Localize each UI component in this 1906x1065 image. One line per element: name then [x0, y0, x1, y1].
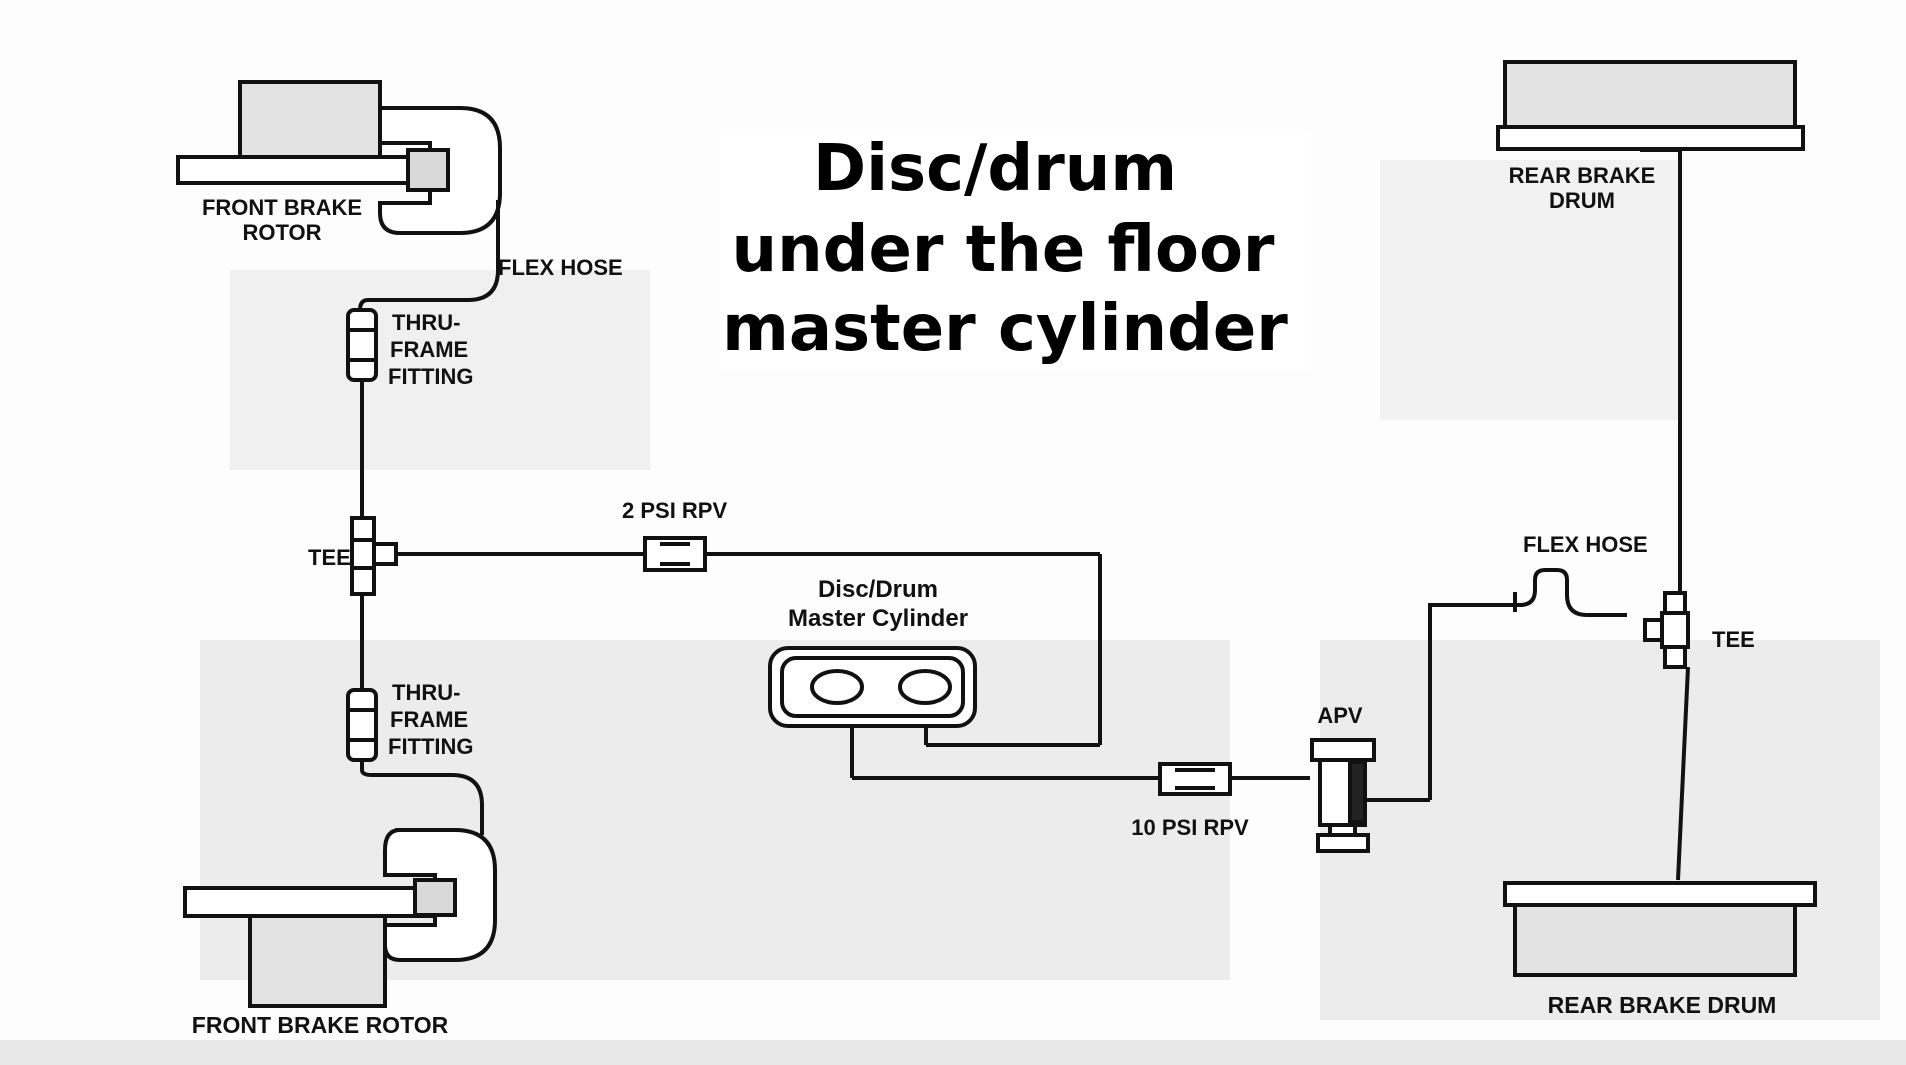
- diagram-title: Disc/drum under the floor master cylinde…: [720, 130, 1310, 370]
- title-line-2: under the floor: [732, 213, 1275, 287]
- front-brake-rotor-bottom: [183, 828, 497, 1008]
- label-front-rotor-bottom: FRONT BRAKE ROTOR: [192, 1012, 449, 1038]
- label-thru-frame-bottom-1: THRU-: [392, 680, 460, 705]
- tee-right: [1643, 591, 1690, 669]
- label-rpv-2psi: 2 PSI RPV: [622, 498, 727, 523]
- label-front-rotor-top-1: FRONT BRAKE: [202, 195, 362, 220]
- label-master-1: Disc/Drum: [818, 576, 938, 603]
- label-thru-frame-bottom-2: FRAME: [390, 707, 468, 732]
- label-apv: APV: [1317, 703, 1363, 728]
- ghost-bottom-strip: [0, 1040, 1906, 1065]
- label-tee-right: TEE: [1712, 627, 1755, 652]
- label-thru-frame-top-3: FITTING: [388, 364, 474, 389]
- ghost-photo-left: [230, 270, 650, 470]
- label-thru-frame-bottom-3: FITTING: [388, 734, 474, 759]
- label-rear-drum-top-1: REAR BRAKE: [1509, 163, 1656, 188]
- title-line-3: master cylinder: [722, 292, 1288, 366]
- rear-brake-drum-bottom: [1503, 881, 1817, 977]
- thru-frame-fitting-bottom: [346, 688, 378, 762]
- component-labels: FRONT BRAKE ROTOR FLEX HOSE THRU- FRAME …: [192, 163, 1777, 1038]
- rpv-2psi-valve: [643, 536, 707, 572]
- tee-left: [350, 516, 398, 596]
- label-rear-drum-top-2: DRUM: [1549, 188, 1615, 213]
- title-line-1: Disc/drum: [813, 132, 1177, 206]
- label-tee-left: TEE: [308, 545, 351, 570]
- left-brake-line: [358, 200, 500, 835]
- label-rear-drum-bottom: REAR BRAKE DRUM: [1548, 992, 1777, 1018]
- label-flex-hose-right: FLEX HOSE: [1523, 532, 1648, 557]
- label-rpv-10psi: 10 PSI RPV: [1131, 815, 1249, 840]
- front-brake-rotor-top: [176, 80, 502, 235]
- rear-brake-drum-top: [1496, 60, 1805, 151]
- label-flex-hose-left: FLEX HOSE: [498, 255, 623, 280]
- background-ghost: [0, 160, 1906, 1065]
- front-circuit-line: [396, 552, 1102, 747]
- ghost-photo-right: [1380, 160, 1680, 420]
- label-front-rotor-top-2: ROTOR: [242, 220, 321, 245]
- master-cylinder: [768, 646, 977, 728]
- title-backdrop: [720, 130, 1310, 370]
- label-thru-frame-top-2: FRAME: [390, 337, 468, 362]
- label-master-2: Master Cylinder: [788, 605, 968, 632]
- thru-frame-fitting-top: [346, 308, 378, 382]
- rear-circuit-line: [850, 568, 1627, 802]
- label-thru-frame-top-1: THRU-: [392, 310, 460, 335]
- rpv-10psi-valve: [1158, 762, 1232, 796]
- apv-valve: [1310, 738, 1376, 853]
